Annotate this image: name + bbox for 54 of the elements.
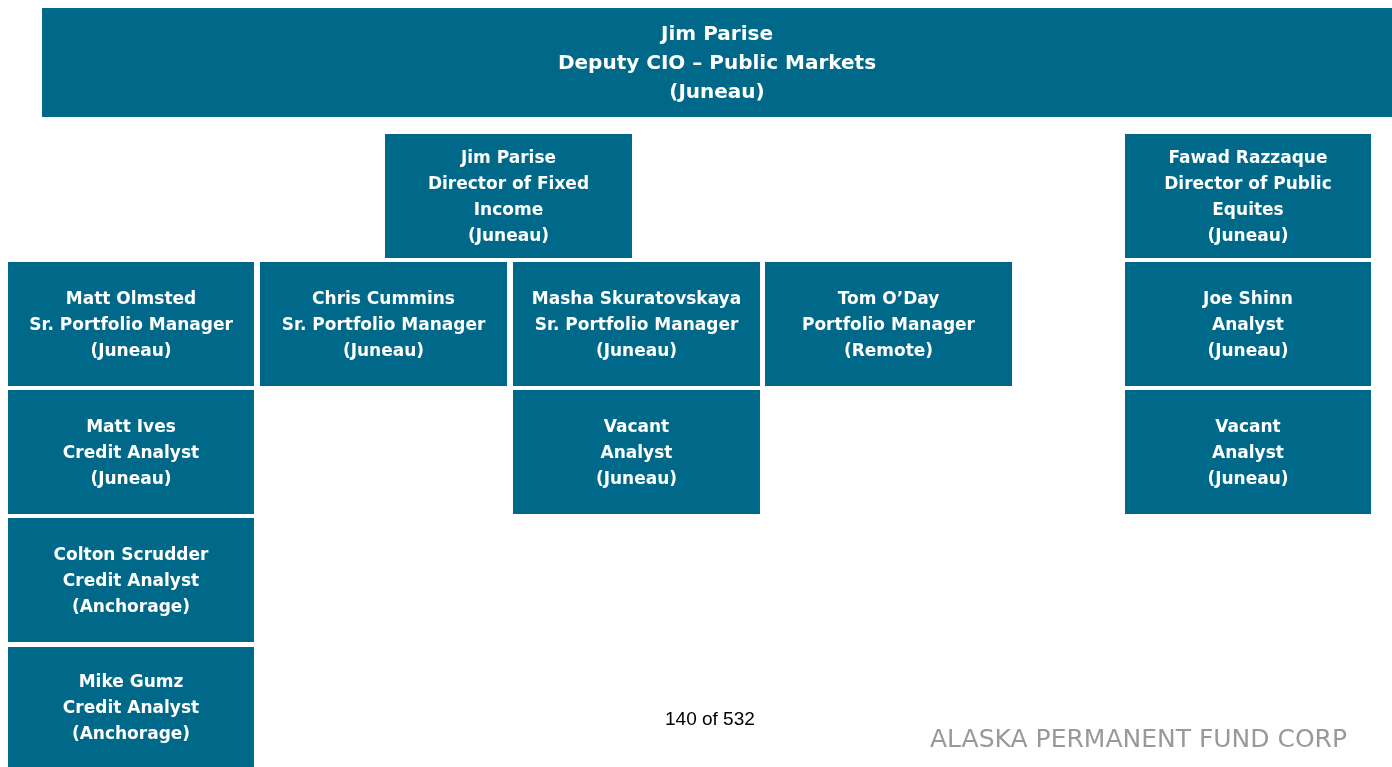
job-title: Credit Analyst xyxy=(62,569,200,592)
job-title: Analyst xyxy=(1212,441,1284,464)
location-text: (Anchorage) xyxy=(71,722,191,745)
person-name: Fawad Razzaque xyxy=(1168,146,1328,169)
org-box xyxy=(260,262,507,386)
person-name: Chris Cummins xyxy=(312,287,455,310)
person-name: Jim Parise xyxy=(460,146,557,169)
location-text: (Juneau) xyxy=(467,224,550,247)
org-box xyxy=(42,8,1392,117)
job-title: Sr. Portfolio Manager xyxy=(534,313,739,336)
job-title: Sr. Portfolio Manager xyxy=(281,313,486,336)
job-title: Credit Analyst xyxy=(62,696,200,719)
job-title: Director of Fixed Income xyxy=(426,172,591,221)
location-text: (Juneau) xyxy=(342,339,425,362)
location-text: (Juneau) xyxy=(90,467,172,490)
job-title: Credit Analyst xyxy=(62,441,200,464)
org-box xyxy=(765,262,1012,386)
person-name: Jim Parise xyxy=(661,20,773,47)
location-text: (Juneau) xyxy=(1207,339,1289,362)
org-box xyxy=(8,518,254,642)
person-name: Vacant xyxy=(603,415,670,438)
org-box xyxy=(513,390,760,514)
location-text: (Juneau) xyxy=(669,78,765,105)
org-box xyxy=(8,647,254,767)
org-box xyxy=(8,390,254,514)
person-name: Masha Skuratovskaya xyxy=(531,287,742,310)
org-box xyxy=(1125,262,1371,386)
job-title: Analyst xyxy=(1212,313,1284,336)
location-text: (Remote) xyxy=(843,339,934,362)
org-box xyxy=(8,262,254,386)
person-name: Mike Gumz xyxy=(78,670,184,693)
location-text: (Juneau) xyxy=(595,467,678,490)
location-text: (Juneau) xyxy=(1207,224,1289,247)
person-name: Matt Ives xyxy=(86,415,176,438)
person-name: Joe Shinn xyxy=(1203,287,1293,310)
org-box xyxy=(385,134,632,258)
location-text: (Anchorage) xyxy=(71,595,191,618)
person-name: Vacant xyxy=(1215,415,1281,438)
org-box xyxy=(513,262,760,386)
job-title: Director of Public Equites xyxy=(1163,172,1333,221)
person-name: Matt Olmsted xyxy=(65,287,197,310)
person-name: Tom O’Day xyxy=(837,287,940,310)
job-title: Portfolio Manager xyxy=(802,313,975,336)
person-name: Colton Scrudder xyxy=(53,543,209,566)
job-title: Deputy CIO – Public Markets xyxy=(557,49,877,76)
page-number: 140 of 532 xyxy=(665,708,755,730)
job-title: Analyst xyxy=(600,441,673,464)
location-text: (Juneau) xyxy=(90,339,172,362)
footer-text: ALASKA PERMANENT FUND CORP xyxy=(930,724,1348,753)
job-title: Sr. Portfolio Manager xyxy=(29,313,233,336)
location-text: (Juneau) xyxy=(1207,467,1289,490)
org-box xyxy=(1125,390,1371,514)
org-box xyxy=(1125,134,1371,258)
location-text: (Juneau) xyxy=(595,339,678,362)
